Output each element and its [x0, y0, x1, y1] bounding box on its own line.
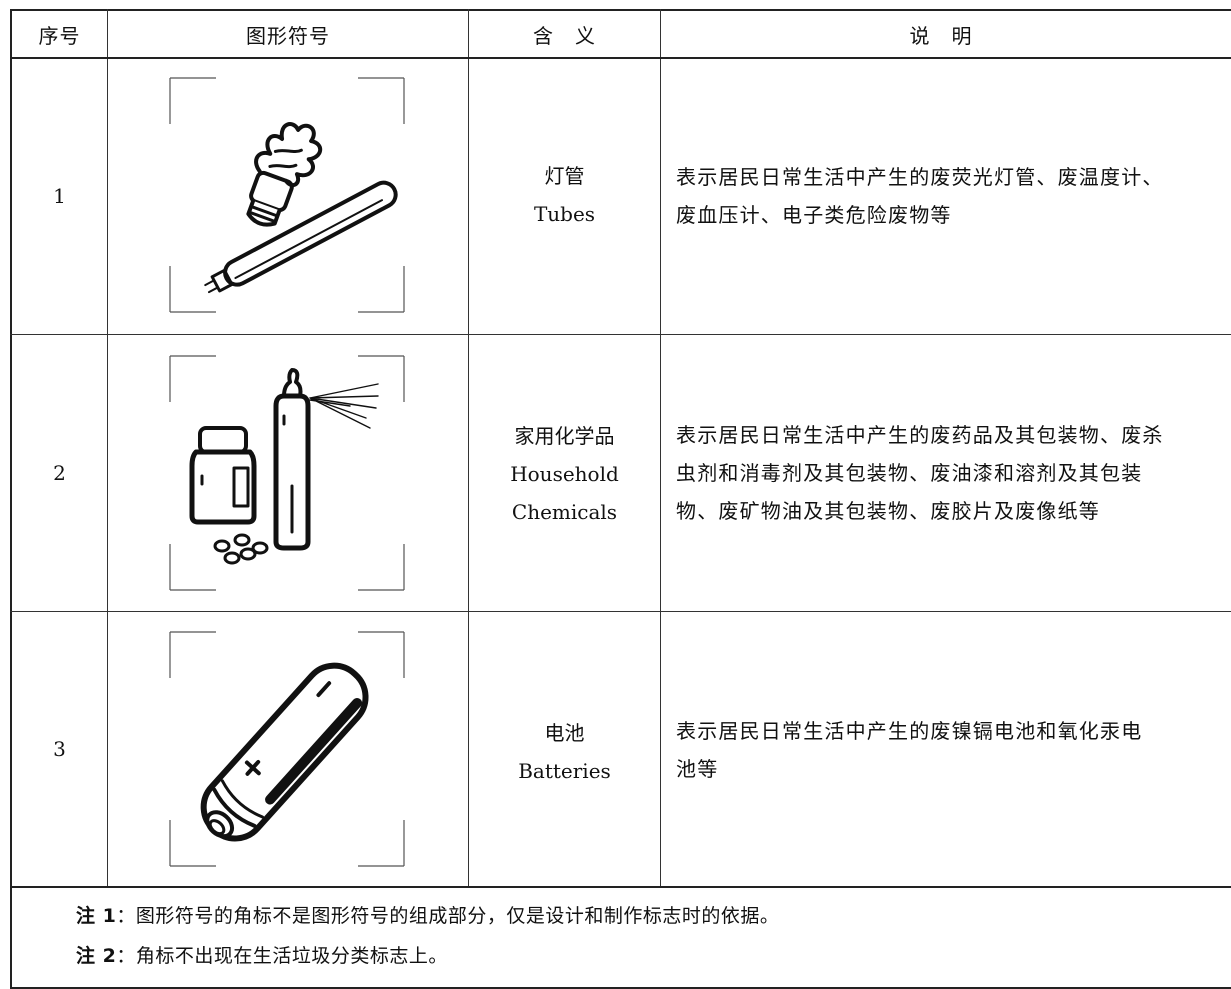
note-2: 注 2：角标不出现在生活垃圾分类标志上。 [76, 938, 448, 974]
row-3-meaning: 电池 Batteries [469, 712, 660, 792]
notes-divider [10, 886, 1231, 888]
meaning-en: Batteries [518, 759, 611, 783]
meaning-cn: 电池 [544, 721, 585, 745]
battery-icon [169, 631, 405, 867]
column-divider [107, 9, 108, 886]
meaning-en: Household [510, 462, 619, 486]
meaning-cn: 家用化学品 [514, 424, 615, 448]
note-2-text: ：角标不出现在生活垃圾分类标志上。 [116, 945, 448, 967]
row-3-description: 表示居民日常生活中产生的废镍镉电池和氧化汞电 池等 [676, 719, 1143, 781]
note-1-label: 注 1 [76, 905, 117, 927]
row-2-description: 表示居民日常生活中产生的废药品及其包装物、废杀 虫剂和消毒剂及其包装物、废油漆和… [676, 423, 1164, 523]
row-1-meaning: 灯管 Tubes [469, 150, 660, 240]
column-divider [660, 9, 661, 886]
medicine-bottle-spray-can-pills-icon [169, 355, 405, 591]
meaning-en: Chemicals [511, 500, 618, 524]
row-divider [10, 334, 1231, 335]
column-divider [468, 9, 469, 886]
meaning-cn: 灯管 [544, 164, 585, 188]
row-2-meaning: 家用化学品 Household Chemicals [469, 414, 660, 534]
note-1-text: ：图形符号的角标不是图形符号的组成部分，仅是设计和制作标志时的依据。 [116, 905, 780, 927]
row-3-seq: 3 [53, 737, 66, 761]
fluorescent-tube-and-cfl-bulb-icon [169, 77, 405, 313]
note-1: 注 1：图形符号的角标不是图形符号的组成部分，仅是设计和制作标志时的依据。 [76, 898, 779, 934]
row-divider [10, 611, 1231, 612]
row-1-description: 表示居民日常生活中产生的废荧光灯管、废温度计、 废血压计、电子类危险废物等 [676, 165, 1164, 227]
meaning-en: Tubes [533, 202, 596, 226]
note-2-label: 注 2 [76, 945, 117, 967]
header-symbol: 图形符号 [246, 23, 330, 48]
header-meaning: 含 义 [533, 23, 596, 48]
header-description: 说 明 [909, 23, 973, 48]
header-divider [10, 57, 1231, 59]
header-seq: 序号 [38, 23, 81, 48]
row-1-seq: 1 [53, 184, 66, 208]
row-2-seq: 2 [53, 461, 66, 485]
